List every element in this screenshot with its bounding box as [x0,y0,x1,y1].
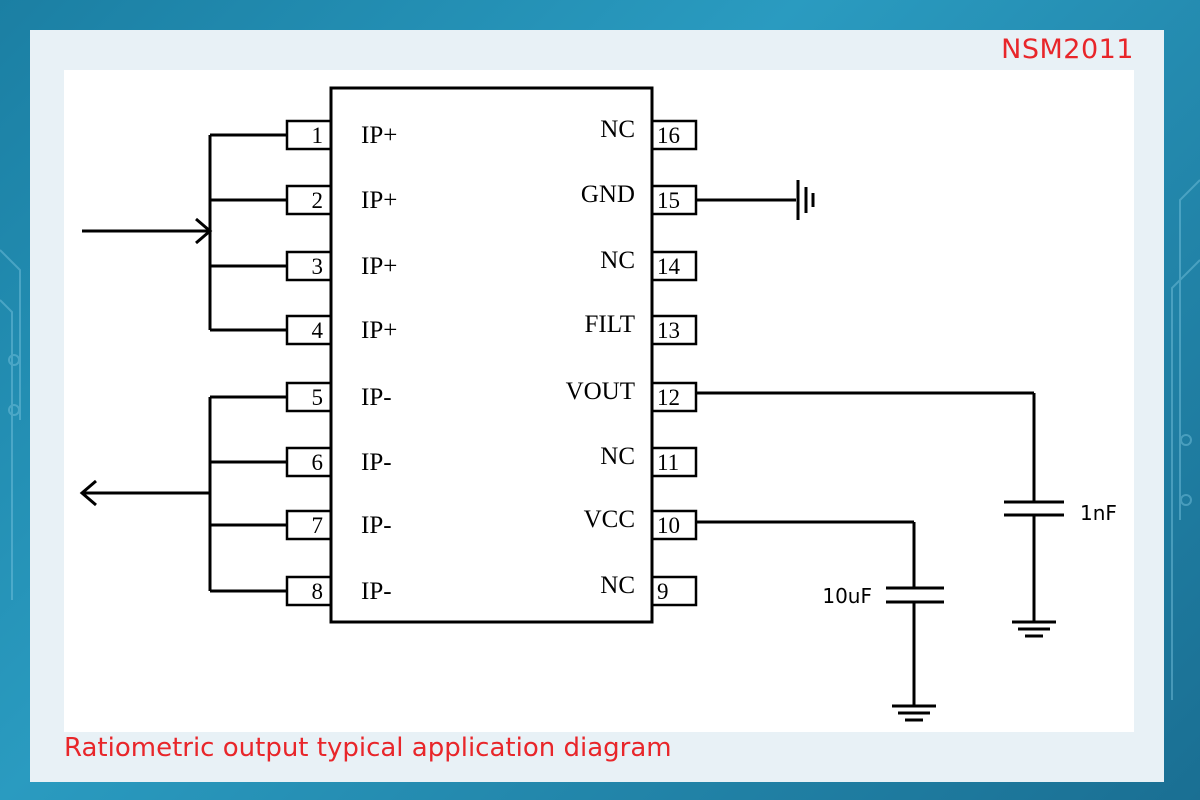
pin-box-10 [650,509,698,541]
pin-box-3 [285,250,333,282]
brand-label: NSM2011 [1001,34,1134,65]
pin-box-6 [285,446,333,478]
pin-label-2: IP+ [361,187,397,214]
pin-box-5 [285,381,333,413]
pin-label-13: FILT [585,311,635,338]
pin-number-5: 5 [312,385,324,410]
pin-box-16 [650,119,698,151]
pin-label-4: IP+ [361,317,397,344]
pin-number-7: 7 [312,513,324,538]
pin-label-12: VOUT [566,378,635,405]
pin-label-11: NC [600,443,635,470]
pin-box-2 [285,184,333,216]
pin-label-5: IP- [361,384,392,411]
pin-label-8: IP- [361,578,392,605]
pin-box-9 [650,575,698,607]
pin-label-9: NC [600,572,635,599]
pin-number-14: 14 [657,254,681,279]
current-in-arrow [195,217,213,245]
pin-number-10: 10 [657,513,680,538]
diagram-caption: Ratiometric output typical application d… [64,733,672,763]
pin-box-11 [650,446,698,478]
pin-number-12: 12 [657,385,680,410]
pin-label-3: IP+ [361,253,397,280]
pin-box-4 [285,314,333,346]
pin-number-11: 11 [657,450,679,475]
pin-label-10: VCC [584,506,635,533]
current-out-arrow [79,479,97,507]
pin-box-14 [650,250,698,282]
pin-number-3: 3 [312,254,324,279]
pin-box-1 [285,119,333,151]
pin-box-13 [650,314,698,346]
pin-number-1: 1 [312,123,324,148]
pin-label-16: NC [600,116,635,143]
pin-label-14: NC [600,247,635,274]
pin-label-7: IP- [361,512,392,539]
pin-label-6: IP- [361,449,392,476]
pin-number-6: 6 [312,450,324,475]
pin-label-1: IP+ [361,122,397,149]
pin-number-2: 2 [312,188,324,213]
chip-body [329,86,654,624]
pin-box-7 [285,509,333,541]
pin-number-13: 13 [657,318,680,343]
pin-number-8: 8 [312,579,324,604]
cap-1nf-label: 1nF [1080,501,1117,525]
pin-number-4: 4 [312,318,324,343]
pin-box-8 [285,575,333,607]
pin-label-15: GND [581,181,635,208]
pin-number-9: 9 [657,579,669,604]
pin-box-12 [650,381,698,413]
pin-number-16: 16 [657,123,680,148]
pin-number-15: 15 [657,188,680,213]
cap-10uf-label: 10uF [822,584,872,608]
